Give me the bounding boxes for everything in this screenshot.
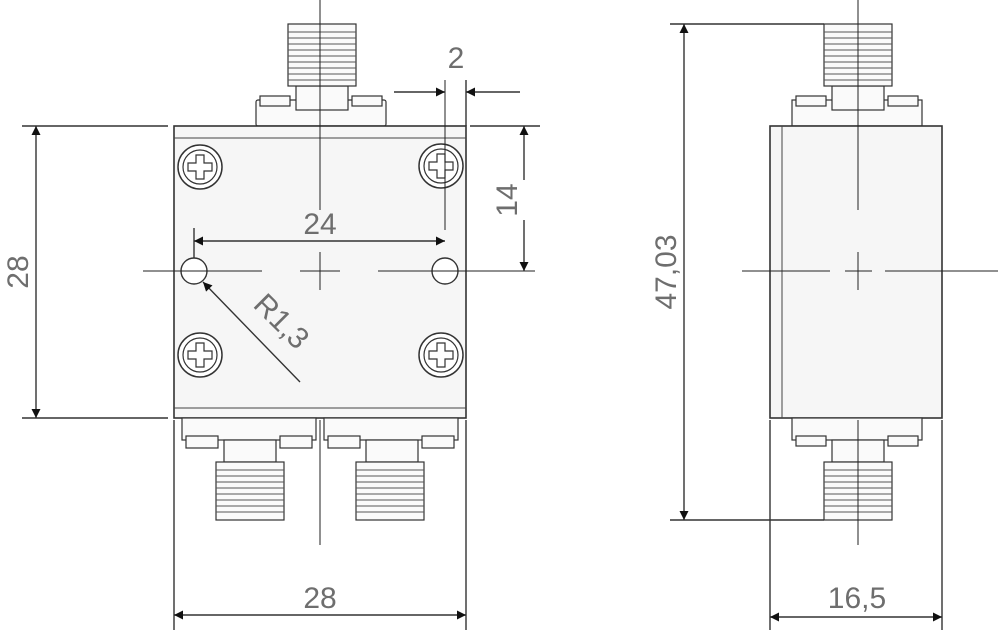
front-view: 2 24 14 28 R1,3 bbox=[2, 0, 540, 630]
screw-icon bbox=[418, 143, 464, 189]
top-connector bbox=[255, 23, 387, 127]
dimension-label: 47,03 bbox=[650, 234, 683, 309]
dimension-label: 24 bbox=[303, 208, 336, 241]
side-top-connector bbox=[791, 23, 923, 127]
dimension-top-gap: 2 bbox=[394, 42, 520, 126]
dimension-total-length: 47,03 bbox=[650, 23, 824, 521]
screw-icon bbox=[177, 144, 223, 190]
dimension-label: 16,5 bbox=[828, 582, 886, 615]
side-body bbox=[769, 125, 943, 419]
dimension-hole-spacing: 24 bbox=[193, 208, 445, 258]
dimension-body-height: 28 bbox=[2, 125, 168, 419]
bottom-connector-right bbox=[323, 417, 459, 521]
dimension-label: 2 bbox=[448, 42, 465, 75]
screw-icon bbox=[418, 332, 464, 378]
dimension-label: 28 bbox=[2, 255, 35, 288]
dimension-label: 28 bbox=[303, 582, 336, 615]
screw-icon bbox=[177, 332, 223, 378]
dimension-side-width: 16,5 bbox=[769, 420, 943, 630]
dimension-body-width: 28 bbox=[173, 420, 467, 630]
dimension-label: 14 bbox=[491, 183, 524, 216]
side-view: 47,03 16,5 bbox=[650, 0, 998, 630]
dimension-half-height: 14 bbox=[470, 125, 540, 271]
side-bottom-connector bbox=[791, 417, 923, 521]
bottom-connector-left bbox=[181, 417, 317, 521]
